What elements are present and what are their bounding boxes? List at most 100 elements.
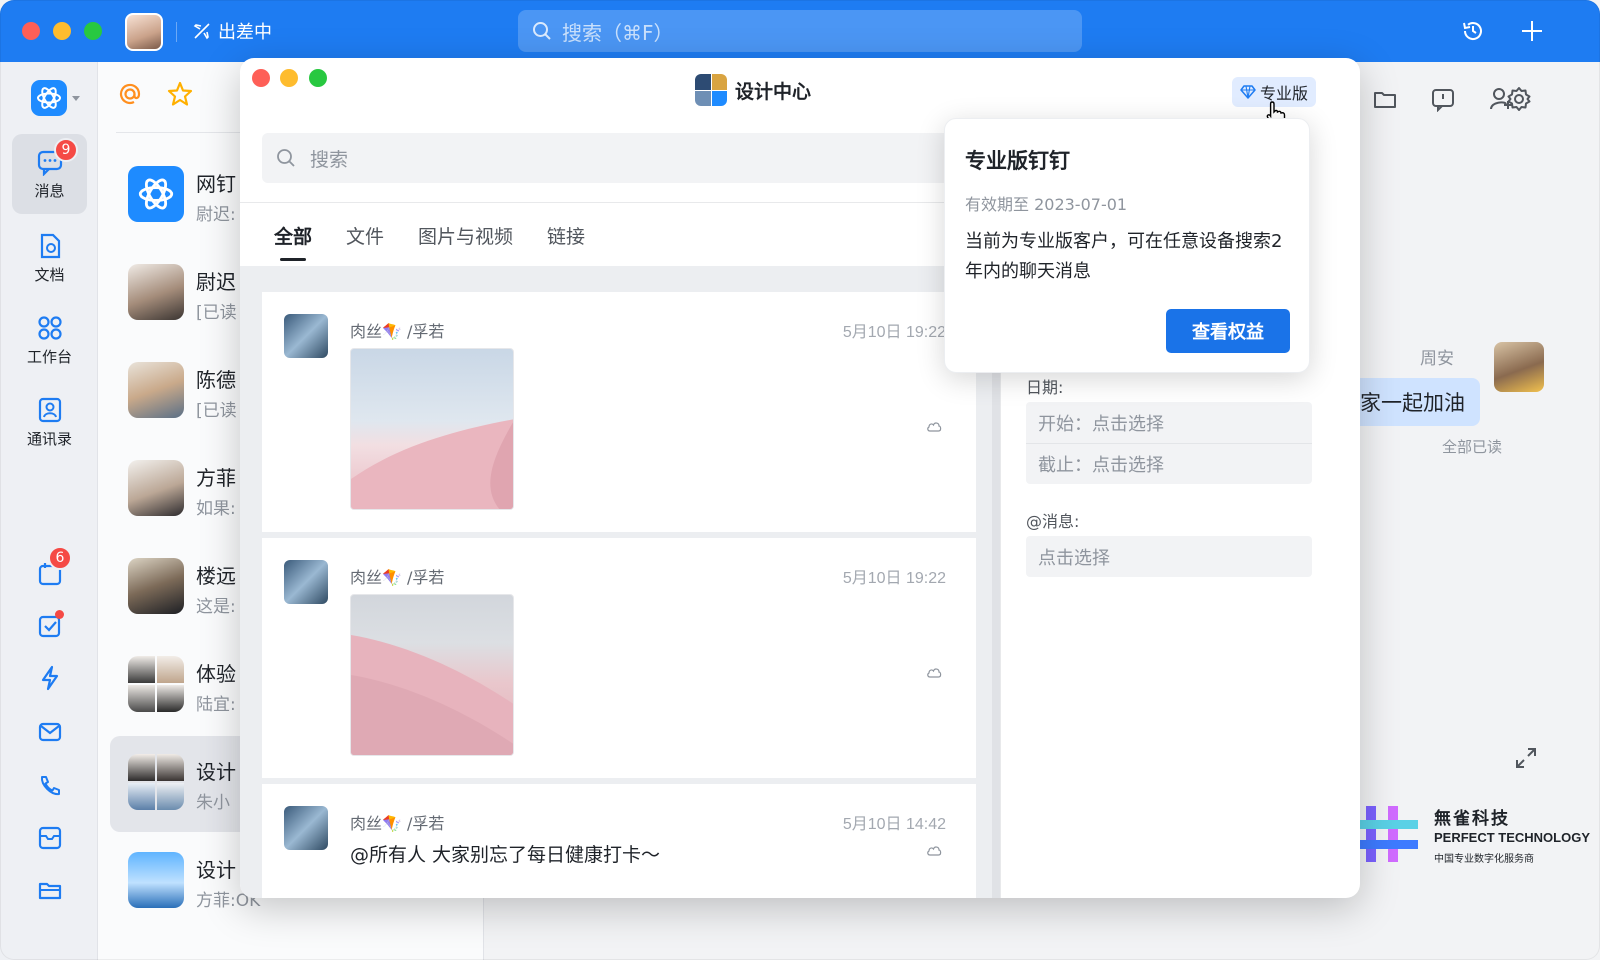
rail-item-label: 通讯录	[26, 429, 72, 448]
chevron-down-icon[interactable]	[72, 96, 80, 101]
lightning-icon	[41, 665, 59, 691]
document-icon	[40, 233, 60, 258]
conversation-item[interactable]: 楼远 这是:	[110, 540, 482, 636]
conversation-preview: 陆宜:	[196, 695, 236, 715]
add-icon[interactable]	[1517, 16, 1547, 46]
end-date-picker[interactable]: 截止：点击选择	[1026, 443, 1312, 484]
conversation-name: 楼远	[196, 564, 236, 588]
sender-avatar	[284, 560, 328, 604]
notification-dot	[55, 610, 64, 619]
search-input[interactable]: 搜索	[262, 133, 952, 183]
conversation-avatar	[128, 656, 184, 712]
pro-edition-popover: 专业版钉钉 有效期至 2023-07-01 当前为专业版客户，可在任意设备搜索2…	[944, 118, 1310, 373]
chat-flag-icon[interactable]	[1428, 84, 1458, 114]
result-time: 5月10日 19:22	[842, 324, 946, 341]
rail-phone[interactable]	[34, 770, 66, 802]
rail-item-contacts[interactable]: 通讯录	[12, 382, 87, 462]
conversation-avatar	[128, 852, 184, 908]
result-sender: 肉丝🪁 /孚若	[350, 568, 445, 587]
search-window: 设计中心 专业版 搜索 全部 文件 图片与视频 链接 肉丝🪁 /孚若 5月10日…	[240, 58, 1360, 898]
star-icon[interactable]	[166, 80, 194, 108]
maximize-window-button[interactable]	[309, 69, 327, 87]
result-card[interactable]: 肉丝🪁 /孚若 5月10日 14:42 @所有人 大家别忘了每日健康打卡～	[262, 784, 976, 898]
add-member-icon[interactable]	[1486, 84, 1516, 114]
folder-icon	[38, 882, 62, 900]
rail-item-messages[interactable]: 消息 9	[12, 134, 87, 214]
conversation-preview: [已读	[196, 303, 237, 323]
rail-item-label: 文档	[34, 265, 65, 284]
minimize-window-button[interactable]	[53, 22, 71, 40]
mention-icon[interactable]	[116, 80, 144, 108]
close-window-button[interactable]	[22, 22, 40, 40]
window-title: 设计中心	[695, 74, 811, 106]
result-text: @所有人 大家别忘了每日健康打卡～	[350, 844, 661, 866]
status-text: 出差中	[218, 22, 272, 43]
result-card[interactable]: 肉丝🪁 /孚若 5月10日 19:22	[262, 538, 976, 778]
result-card[interactable]: 肉丝🪁 /孚若 5月10日 19:22	[262, 292, 976, 532]
atom-icon	[138, 178, 174, 210]
diamond-icon	[1240, 85, 1256, 99]
rail-calendar[interactable]: 6	[34, 546, 72, 590]
todo-check-icon	[38, 615, 61, 638]
gear-icon[interactable]	[1504, 84, 1534, 114]
rail-item-label: 工作台	[26, 347, 72, 366]
divider	[1000, 266, 1001, 898]
rail-box[interactable]	[34, 822, 66, 854]
rail-mail[interactable]	[34, 716, 66, 748]
cloud-icon	[927, 846, 942, 856]
conversation-avatar	[128, 754, 184, 810]
sender-avatar[interactable]	[1494, 342, 1544, 392]
maximize-window-button[interactable]	[84, 22, 102, 40]
app-logo[interactable]	[31, 80, 67, 116]
conversation-item[interactable]: 陈德 [已读	[110, 344, 482, 440]
history-icon[interactable]	[1458, 16, 1488, 46]
rail-item-docs[interactable]: 文档	[12, 218, 87, 298]
message-sender: 周安	[1420, 349, 1454, 369]
conversation-preview: 尉迟:	[196, 205, 236, 225]
rail-ding[interactable]	[34, 662, 66, 694]
calendar-badge: 6	[48, 546, 72, 570]
conversation-item[interactable]: 网钉 尉迟:	[110, 148, 482, 244]
popover-description: 当前为专业版客户，可在任意设备搜索2年内的聊天消息	[965, 231, 1283, 282]
title-bar: 出差中 搜索（⌘F）	[0, 0, 1600, 62]
rail-folder[interactable]	[34, 874, 66, 906]
conversation-name: 设计	[196, 760, 236, 784]
conversation-preview: 朱小	[196, 793, 230, 813]
rail-todo[interactable]	[34, 610, 66, 642]
rail-item-workbench[interactable]: 工作台	[12, 300, 87, 380]
start-date-picker[interactable]: 开始：点击选择	[1038, 413, 1164, 435]
close-window-button[interactable]	[252, 69, 270, 87]
tab-files[interactable]: 文件	[346, 226, 385, 248]
conversation-preview: [已读	[196, 401, 237, 421]
group-avatar	[695, 74, 727, 106]
result-image-thumbnail[interactable]	[350, 348, 514, 510]
watermark-brand-cn: 無雀科技	[1434, 809, 1510, 829]
view-benefits-button[interactable]: 查看权益	[1166, 309, 1290, 353]
folder-icon[interactable]	[1370, 84, 1400, 114]
minimize-window-button[interactable]	[280, 69, 298, 87]
status-indicator[interactable]: 出差中	[192, 18, 272, 44]
global-search-input[interactable]: 搜索（⌘F）	[518, 10, 1082, 52]
scrollbar[interactable]	[992, 266, 1000, 898]
conversation-item[interactable]: 设计 方菲:OK	[110, 834, 482, 930]
user-avatar[interactable]	[125, 13, 163, 51]
tab-media[interactable]: 图片与视频	[418, 226, 514, 248]
expand-icon[interactable]	[1514, 746, 1538, 774]
conversation-item[interactable]: 尉迟 [已读	[110, 246, 482, 342]
conversation-name: 设计	[196, 858, 236, 882]
conversation-item[interactable]: 体验 陆宜:	[110, 638, 482, 734]
read-status[interactable]: 全部已读	[1442, 438, 1503, 456]
tab-links[interactable]: 链接	[547, 226, 586, 248]
watermark-tagline: 中国专业数字化服务商	[1434, 854, 1534, 865]
conversation-item[interactable]: 方菲 如果:	[110, 442, 482, 538]
date-filter: 开始：点击选择 截止：点击选择	[1026, 402, 1312, 484]
mention-picker[interactable]: 点击选择	[1038, 547, 1110, 569]
result-image-thumbnail[interactable]	[350, 594, 514, 756]
mention-filter-label: @消息:	[1026, 512, 1080, 531]
tab-all[interactable]: 全部	[274, 222, 312, 267]
pro-edition-badge[interactable]: 专业版	[1232, 77, 1317, 107]
search-placeholder: 搜索	[310, 148, 349, 171]
pro-edition-label: 专业版	[1260, 84, 1309, 103]
search-results: 肉丝🪁 /孚若 5月10日 19:22 肉丝🪁 /孚若 5月10日 19:22 …	[240, 266, 1000, 898]
conversation-avatar	[128, 460, 184, 516]
